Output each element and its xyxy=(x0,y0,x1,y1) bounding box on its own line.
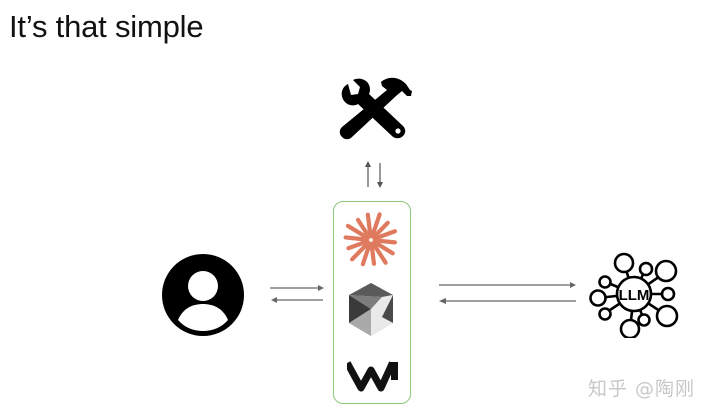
llm-network-icon: LLM xyxy=(589,252,679,338)
hexagon-cube-icon xyxy=(349,283,393,336)
arrowhead-right xyxy=(570,282,576,288)
w-wave-icon xyxy=(347,361,398,392)
page-title: It’s that simple xyxy=(9,9,204,44)
starburst-ray xyxy=(346,239,370,251)
llm-label: LLM xyxy=(619,287,650,304)
user-avatar-icon xyxy=(162,254,244,336)
arrowhead-up xyxy=(365,161,371,167)
starburst-ray xyxy=(372,229,398,241)
wrench-hammer-icon xyxy=(339,77,412,140)
watermark: 知乎 @陶刚 xyxy=(588,378,696,400)
starburst-ray xyxy=(371,241,388,265)
starburst-ray xyxy=(355,217,371,239)
user-hub-arrows xyxy=(270,285,324,303)
starburst-ray xyxy=(350,240,371,262)
starburst-ray xyxy=(370,212,382,239)
starburst-ray xyxy=(372,238,397,245)
hub-llm-arrows xyxy=(439,282,576,304)
arrowhead-left xyxy=(271,297,277,303)
starburst-ray xyxy=(371,220,390,240)
claude-starburst-icon xyxy=(343,212,398,267)
starburst-ray xyxy=(369,241,377,266)
arrowhead-right xyxy=(318,285,324,291)
starburst-ray xyxy=(372,239,395,256)
starburst-ray xyxy=(343,235,370,242)
starburst-ray xyxy=(365,212,373,239)
tools-bidirectional-arrows xyxy=(365,161,383,188)
agent-framework-hub xyxy=(333,201,411,404)
starburst-ray xyxy=(345,223,370,241)
arrowhead-left xyxy=(439,298,446,304)
arrowhead-down xyxy=(377,182,383,188)
starburst-ray xyxy=(360,241,372,267)
